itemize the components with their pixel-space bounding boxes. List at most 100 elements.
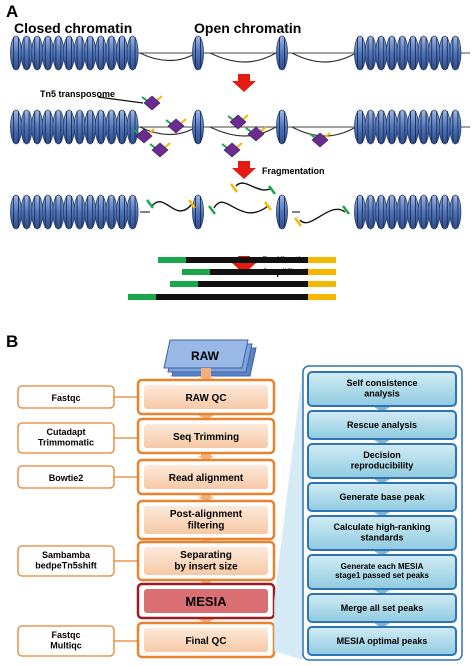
nucleosome bbox=[364, 109, 377, 145]
tn5-transposome bbox=[245, 126, 267, 142]
tn5-transposomes bbox=[133, 95, 331, 158]
nucleosome bbox=[375, 194, 388, 230]
pipeline-step-7: Final QC bbox=[136, 621, 276, 659]
nucleosome bbox=[276, 194, 288, 230]
nucleosome bbox=[417, 35, 430, 71]
nucleosome bbox=[396, 109, 409, 145]
nucleosome bbox=[126, 35, 139, 71]
nucleosome bbox=[84, 109, 97, 145]
tn5-transposome bbox=[149, 142, 171, 158]
dna-fragment bbox=[151, 200, 193, 212]
nucleosome bbox=[354, 35, 366, 71]
nucleosome bbox=[428, 194, 441, 230]
nucleosome bbox=[417, 194, 430, 230]
raw-document-icon: RAW bbox=[163, 339, 257, 377]
dna-strand bbox=[139, 52, 197, 62]
nucleosome bbox=[396, 194, 409, 230]
nucleosome bbox=[116, 194, 128, 230]
nucleosome bbox=[94, 35, 107, 71]
nucleosome bbox=[41, 109, 54, 145]
adapter-end bbox=[268, 185, 276, 195]
pipeline-step-label: RAW QC bbox=[185, 393, 226, 404]
dna-strand bbox=[291, 126, 357, 137]
nucleosome bbox=[375, 35, 388, 71]
nucleosome bbox=[94, 109, 107, 145]
nucleosome bbox=[417, 109, 430, 145]
tool-label: Bowtie2 bbox=[49, 473, 84, 483]
nucleosome bbox=[126, 109, 139, 145]
mesia-step-8: MESIA optimal peaks bbox=[307, 626, 457, 656]
nucleosome bbox=[41, 194, 54, 230]
nucleosome bbox=[116, 35, 128, 71]
nucleosome bbox=[354, 194, 366, 230]
mesia-step-label: Rescue analysis bbox=[347, 420, 417, 430]
mesia-expansion-wedge bbox=[274, 366, 303, 660]
closed-chromatin-label: Closed chromatin bbox=[14, 20, 132, 36]
nucleosome bbox=[276, 109, 288, 145]
panel-a-label: A bbox=[6, 2, 18, 21]
mesia-step-7: Merge all set peaks bbox=[307, 593, 457, 623]
nucleosome bbox=[105, 194, 118, 230]
nucleosome bbox=[31, 109, 44, 145]
mesia-step-label: Generate base peak bbox=[339, 492, 425, 502]
red-arrow-1 bbox=[232, 74, 256, 92]
nucleosome bbox=[428, 109, 441, 145]
nucleosome bbox=[105, 35, 118, 71]
nucleosome bbox=[192, 109, 204, 145]
dna-strand bbox=[291, 52, 357, 63]
nucleosome bbox=[364, 35, 377, 71]
dna-strand bbox=[139, 126, 197, 136]
nucleosome bbox=[449, 35, 462, 71]
mesia-step-4: Generate base peak bbox=[307, 482, 457, 512]
nucleosome bbox=[116, 109, 128, 145]
nucleosome bbox=[428, 35, 441, 71]
tool-box-1: Fastqc bbox=[17, 385, 115, 409]
red-arrow-2 bbox=[232, 161, 256, 179]
panel-b-label: B bbox=[6, 332, 18, 351]
library-fragment bbox=[158, 257, 336, 263]
nucleosome bbox=[84, 35, 97, 71]
nucleosome bbox=[438, 35, 451, 71]
adapter-end bbox=[208, 205, 216, 215]
nucleosome bbox=[20, 194, 33, 230]
nucleosome bbox=[73, 35, 86, 71]
nucleosome bbox=[63, 35, 75, 71]
nucleosome bbox=[385, 35, 398, 71]
nucleosome bbox=[63, 109, 75, 145]
nucleosome bbox=[20, 109, 33, 145]
nucleosome bbox=[192, 194, 204, 230]
adapter-end bbox=[342, 205, 350, 215]
tn5-transposome bbox=[309, 132, 331, 148]
library-fragment bbox=[182, 269, 336, 275]
nucleosome bbox=[407, 194, 419, 230]
tool-box-3: Bowtie2 bbox=[17, 465, 115, 489]
adapter-end bbox=[230, 183, 238, 193]
nucleosome bbox=[94, 194, 107, 230]
tn5-transposome bbox=[165, 118, 187, 134]
tn5-transposome bbox=[221, 142, 243, 158]
pipeline-step-label: Seq Trimming bbox=[173, 432, 239, 443]
pipeline-down-arrow bbox=[198, 453, 214, 461]
nucleosome bbox=[126, 194, 139, 230]
pipeline-step-1: RAW QC bbox=[136, 378, 276, 416]
tn5-pointer-line bbox=[97, 96, 144, 104]
nucleosome bbox=[10, 194, 22, 230]
nucleosome bbox=[449, 109, 462, 145]
nucleosome bbox=[31, 194, 44, 230]
mesia-box: MESIA bbox=[136, 582, 276, 620]
library-fragment bbox=[170, 281, 336, 287]
open-chromatin-label: Open chromatin bbox=[194, 20, 301, 36]
nucleosome bbox=[105, 109, 118, 145]
